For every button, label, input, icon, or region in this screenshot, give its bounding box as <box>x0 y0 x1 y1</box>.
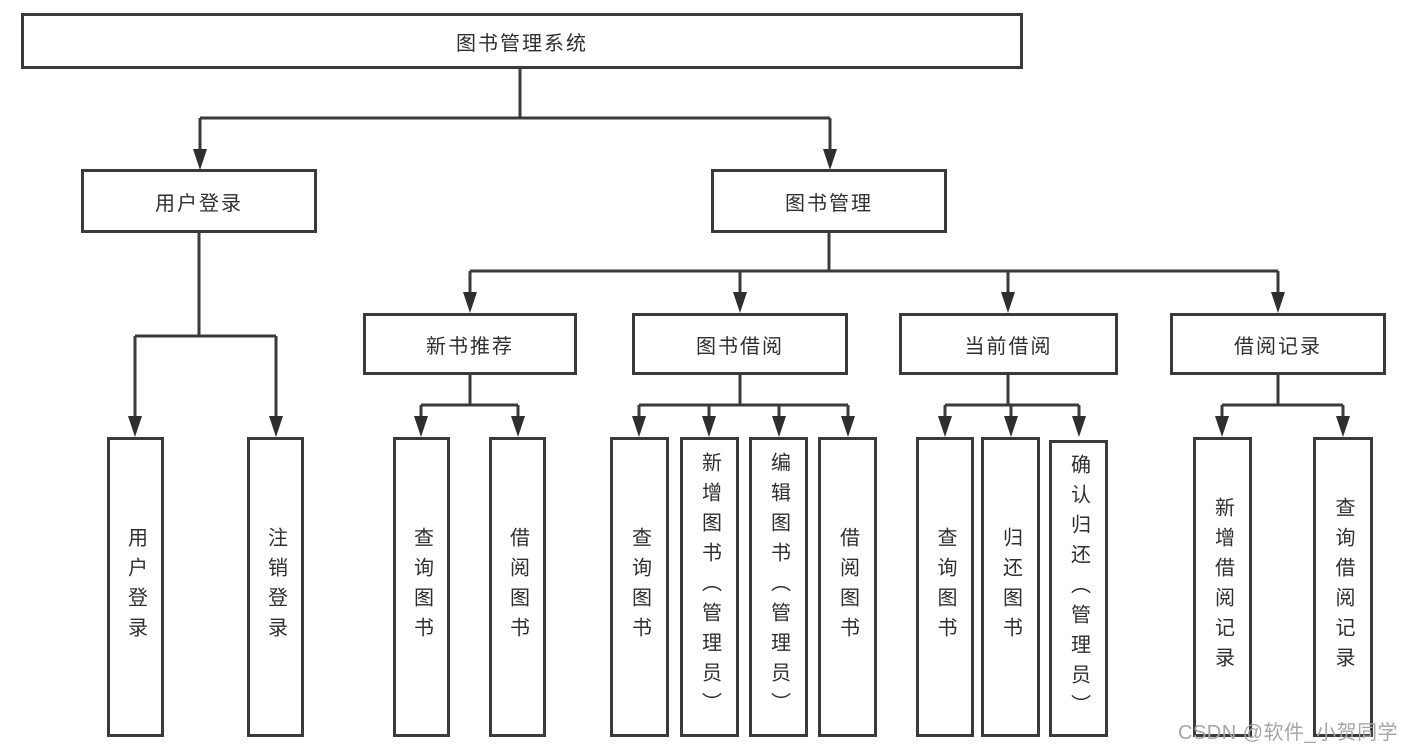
leaf-add-borrow-record: 新增借阅记录 <box>1193 437 1252 737</box>
leaf-confirm-return-admin: 确认归还（管理员） <box>1049 440 1108 737</box>
arrow-down-icon <box>823 149 837 170</box>
arrow-down-icon <box>938 416 952 437</box>
connector-new-book <box>419 375 520 424</box>
arrow-down-icon <box>841 416 855 437</box>
arrow-down-icon <box>414 416 428 437</box>
leaf-query-books-recommend: 查询图书 <box>393 437 450 737</box>
arrow-down-icon <box>772 416 786 437</box>
node-library-system: 图书管理系统 <box>21 13 1023 69</box>
arrow-down-icon <box>128 416 142 437</box>
arrow-down-icon <box>1215 416 1229 437</box>
connector-book-borrow <box>637 375 850 424</box>
arrow-down-icon <box>269 416 283 437</box>
leaf-edit-books-admin: 编辑图书（管理员） <box>749 437 808 737</box>
leaf-query-borrow-record: 查询借阅记录 <box>1313 437 1373 737</box>
arrow-down-icon <box>463 292 477 313</box>
arrow-down-icon <box>1336 416 1350 437</box>
leaf-borrow-books-recommend: 借阅图书 <box>489 437 546 737</box>
leaf-query-books-borrow: 查询图书 <box>610 437 669 737</box>
leaf-user-login: 用户登录 <box>107 437 164 737</box>
arrow-down-icon <box>1001 292 1015 313</box>
leaf-query-books-current: 查询图书 <box>916 437 974 737</box>
connector-book-management <box>468 233 1280 300</box>
node-current-borrow: 当前借阅 <box>899 313 1118 375</box>
leaf-add-books-admin: 新增图书（管理员） <box>680 437 739 737</box>
connector-current-borrow <box>943 375 1081 424</box>
leaf-return-books: 归还图书 <box>981 437 1040 737</box>
leaf-logout: 注销登录 <box>247 437 304 737</box>
arrow-down-icon <box>1004 416 1018 437</box>
node-book-borrow: 图书借阅 <box>632 313 848 375</box>
arrow-down-icon <box>632 416 646 437</box>
arrow-down-icon <box>1271 292 1285 313</box>
watermark-text: CSDN @软件_小贺同学 <box>1178 722 1399 744</box>
node-book-management: 图书管理 <box>711 169 947 233</box>
arrow-down-icon <box>733 292 747 313</box>
connector-user-login <box>133 233 278 424</box>
leaf-borrow-books: 借阅图书 <box>818 437 877 737</box>
connector-root <box>198 69 832 157</box>
arrow-down-icon <box>1072 416 1086 437</box>
arrow-down-icon <box>193 149 207 170</box>
connector-borrow-record <box>1220 375 1345 424</box>
node-new-book-recommend: 新书推荐 <box>363 313 577 375</box>
node-user-login: 用户登录 <box>81 169 317 233</box>
arrow-down-icon <box>702 416 716 437</box>
node-borrow-records: 借阅记录 <box>1170 313 1386 375</box>
arrow-down-icon <box>511 416 525 437</box>
